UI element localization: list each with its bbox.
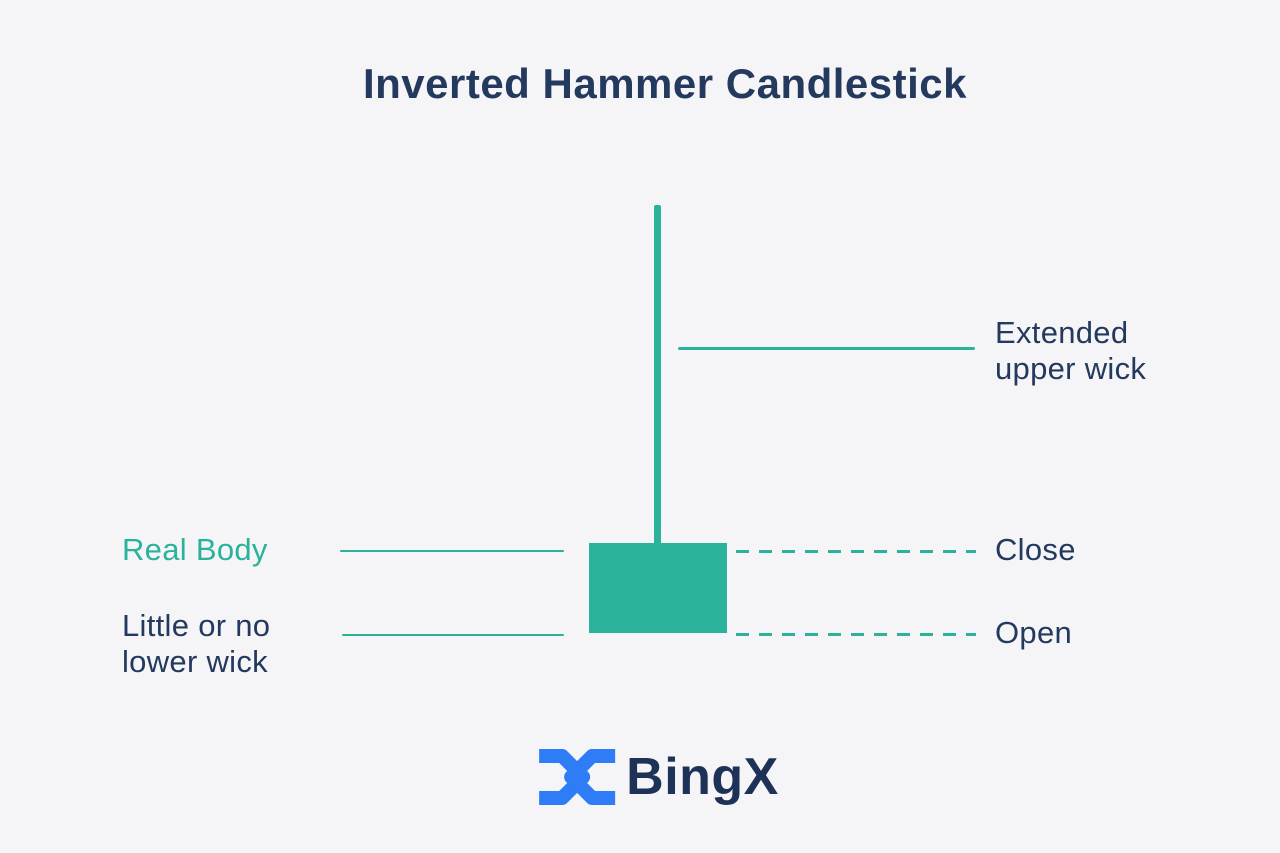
- close-label: Close: [995, 532, 1076, 567]
- page-title: Inverted Hammer Candlestick: [362, 60, 968, 107]
- bingx-logo-wordmark: BingX: [626, 748, 779, 806]
- extended-upper-wick-label: Extended upper wick: [995, 315, 1147, 386]
- lower-wick-pointer-line: [342, 634, 564, 636]
- lower-wick-label: Little or no lower wick: [122, 608, 271, 679]
- close-level-dashed-line: [736, 550, 976, 553]
- candle-upper-wick: [654, 205, 661, 545]
- extended-upper-wick-pointer-line: [678, 347, 975, 350]
- bingx-x-icon: [539, 749, 616, 805]
- bingx-logo: BingX: [535, 745, 779, 809]
- real-body-pointer-line: [340, 550, 564, 552]
- open-label: Open: [995, 615, 1073, 650]
- real-body-label: Real Body: [122, 532, 268, 567]
- candle-real-body: [589, 543, 727, 633]
- open-level-dashed-line: [736, 633, 976, 636]
